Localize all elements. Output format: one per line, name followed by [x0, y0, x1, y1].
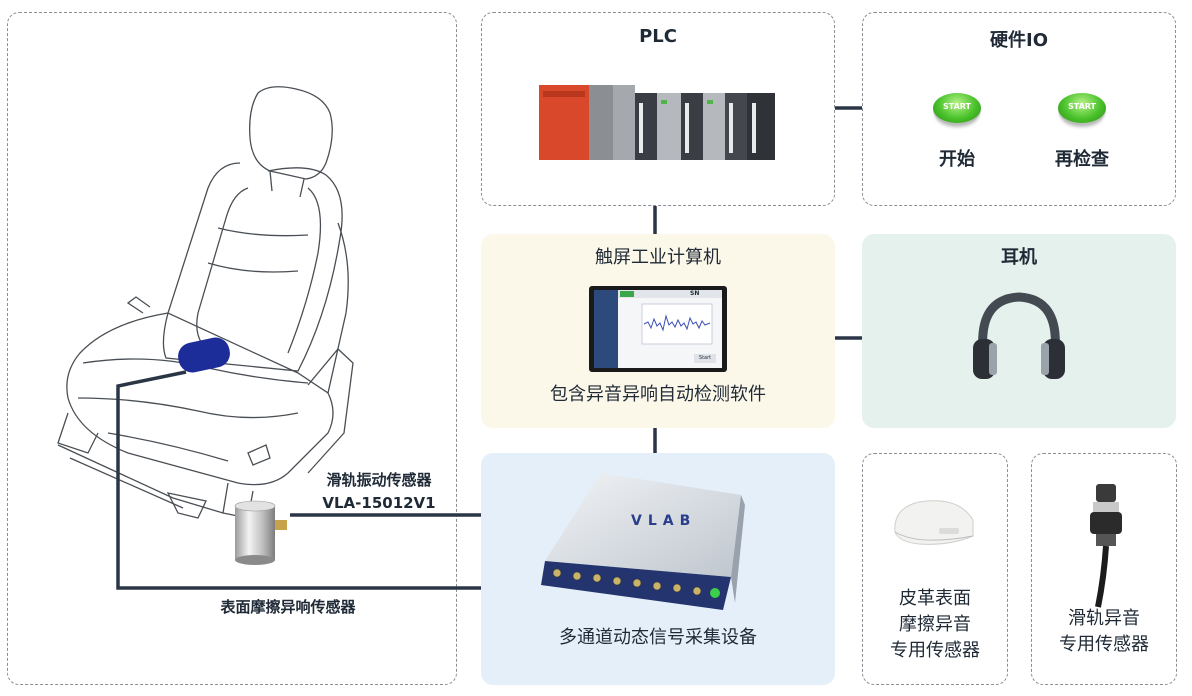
rail-caption-line-1: 滑轨异音	[1068, 608, 1140, 629]
surface-sensor-marker	[178, 337, 230, 373]
daq-panel: VLAB 多通道动态信号采集设备	[481, 453, 835, 685]
leather-caption-line-3: 专用传感器	[890, 640, 980, 661]
leather-sensor-panel: 皮革表面 摩擦异音 专用传感器	[862, 453, 1008, 685]
start-button-icon: START	[933, 93, 981, 123]
computer-caption: 包含异音异响自动检测软件	[550, 384, 766, 405]
recheck-button-face: START	[1067, 102, 1097, 111]
screen-start-button: Start	[694, 354, 716, 363]
leather-sensor-caption: 皮革表面 摩擦异音 专用传感器	[863, 586, 1007, 664]
car-seat-illustration	[57, 86, 354, 519]
daq-logo: VLAB	[631, 513, 696, 529]
daq-caption: 多通道动态信号采集设备	[559, 627, 757, 648]
computer-title: 触屏工业计算机	[595, 247, 721, 268]
rail-caption-line-2: 专用传感器	[1059, 634, 1149, 655]
headphone-title: 耳机	[1001, 247, 1037, 268]
hardware-io-title: 硬件IO	[990, 30, 1048, 51]
leather-caption-line-1: 皮革表面	[899, 588, 971, 609]
screen-waveform	[641, 303, 713, 345]
plc-panel: PLC	[481, 12, 835, 206]
rail-sensor-caption: 滑轨异音 专用传感器	[1032, 606, 1176, 658]
vibration-sensor-name: 滑轨振动传感器	[326, 471, 432, 489]
surface-sensor-label: 表面摩擦异响传感器	[220, 598, 356, 616]
start-button-face: START	[942, 102, 972, 111]
computer-screen: SN Start	[594, 290, 722, 368]
recheck-label: 再检查	[1055, 149, 1109, 170]
vibration-sensor-icon	[234, 500, 287, 565]
vibration-sensor-label: 滑轨振动传感器 VLA-15012V1	[304, 469, 454, 512]
touch-computer-image: SN Start	[589, 286, 727, 372]
headphone-panel: 耳机	[862, 234, 1176, 428]
link-surface-daq	[116, 370, 482, 590]
hardware-io-panel: 硬件IO START 开始 START 再检查	[862, 12, 1176, 206]
computer-panel: 触屏工业计算机 SN Start 包含异音异响自动检测软件	[481, 234, 835, 428]
vibration-sensor-model: VLA-15012V1	[322, 494, 436, 512]
screen-sn: SN	[690, 290, 700, 297]
leather-sensor-icon	[894, 500, 974, 545]
plc-device-image	[539, 85, 775, 160]
recheck-button-icon: START	[1058, 93, 1106, 123]
headphone-icon	[973, 292, 1065, 379]
plc-title: PLC	[639, 26, 677, 47]
leather-caption-line-2: 摩擦异音	[899, 614, 971, 635]
rail-sensor-icon	[1090, 484, 1122, 608]
rail-sensor-panel: 滑轨异音 专用传感器	[1031, 453, 1177, 685]
seat-panel: 滑轨振动传感器 VLA-15012V1 表面摩擦异响传感器	[7, 12, 457, 685]
start-label: 开始	[939, 149, 975, 170]
daq-device-image: VLAB	[541, 473, 745, 610]
